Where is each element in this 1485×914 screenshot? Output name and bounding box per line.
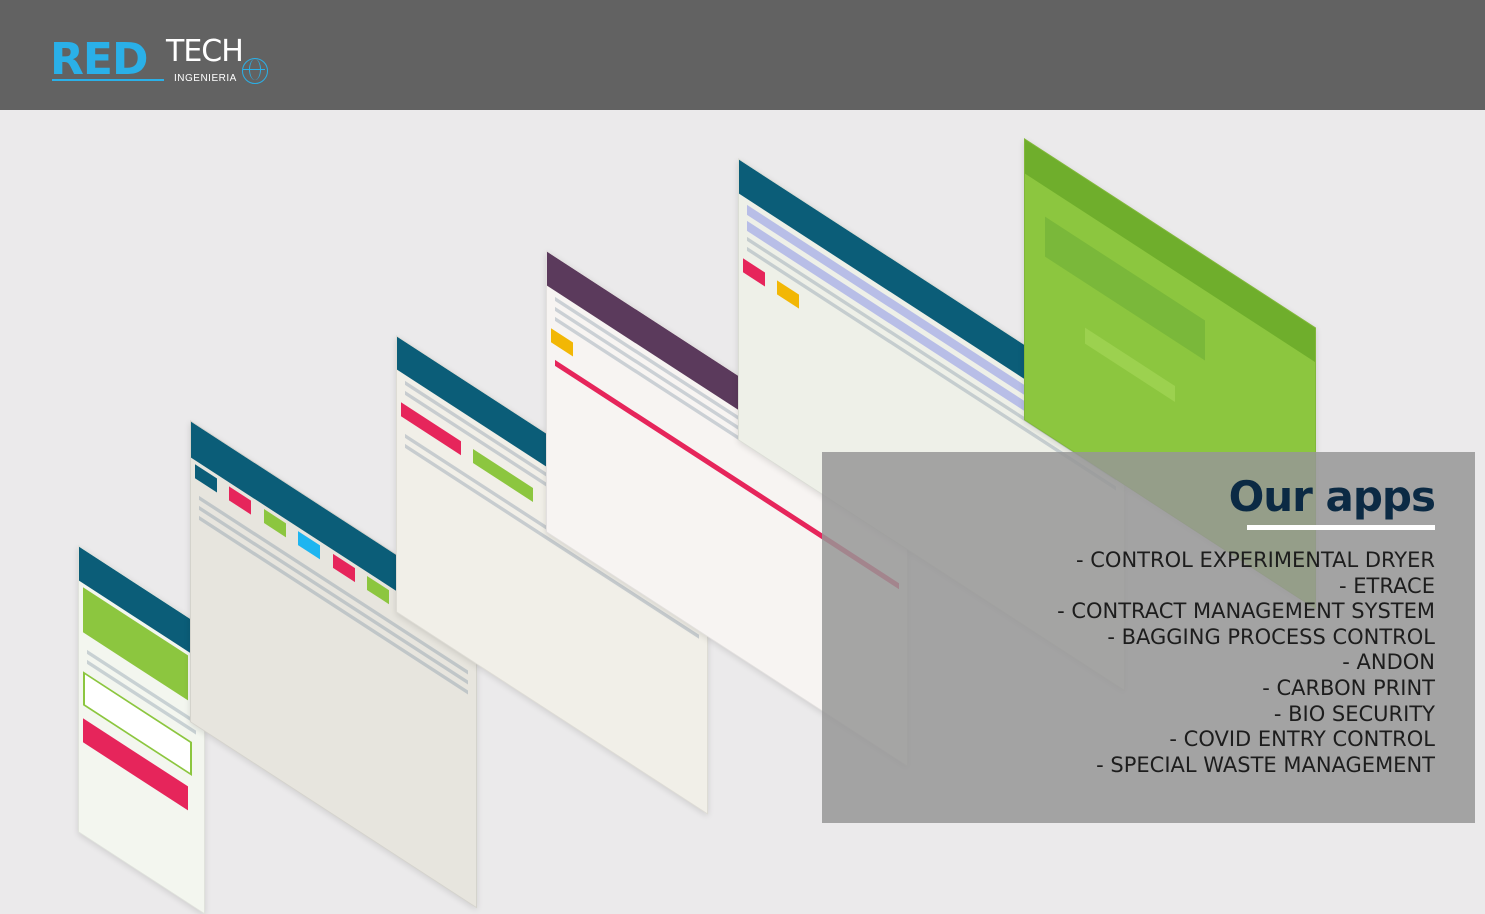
title-underline: [1247, 525, 1435, 530]
list-item: - BIO SECURITY: [1273, 701, 1435, 726]
screenshot-block: [743, 257, 765, 287]
top-bar: RED TECH INGENIERIA: [0, 0, 1485, 110]
globe-icon: [242, 58, 268, 84]
screenshot-block: [551, 327, 573, 357]
apps-list: - CONTROL EXPERIMENTAL DRYER - ETRACE - …: [1057, 548, 1435, 778]
covid-form-screenshot: [78, 545, 205, 914]
list-item: - CONTRACT MANAGEMENT SYSTEM: [1057, 599, 1435, 624]
logo-tech-text: TECH: [166, 34, 244, 69]
list-item: - CONTROL EXPERIMENTAL DRYER: [1076, 548, 1435, 572]
list-item: - COVID ENTRY CONTROL: [1169, 727, 1435, 752]
screenshot-block: [1045, 216, 1205, 361]
logo-red-text: RED: [50, 34, 148, 85]
logo-circuit-line: [52, 79, 164, 81]
panel-title: Our apps: [1228, 472, 1436, 521]
logo-subtitle: INGENIERIA: [174, 73, 237, 84]
list-item: - ETRACE: [1338, 573, 1435, 598]
list-item: - BAGGING PROCESS CONTROL: [1107, 624, 1435, 649]
list-item: - SPECIAL WASTE MANAGEMENT: [1096, 752, 1435, 777]
list-item: - ANDON: [1342, 650, 1435, 675]
our-apps-panel: Our apps - CONTROL EXPERIMENTAL DRYER - …: [822, 452, 1475, 823]
screenshot-block: [1085, 327, 1175, 402]
list-item: - CARBON PRINT: [1262, 675, 1435, 700]
redtech-logo: RED TECH INGENIERIA: [50, 32, 290, 92]
screenshot-block: [777, 280, 800, 309]
